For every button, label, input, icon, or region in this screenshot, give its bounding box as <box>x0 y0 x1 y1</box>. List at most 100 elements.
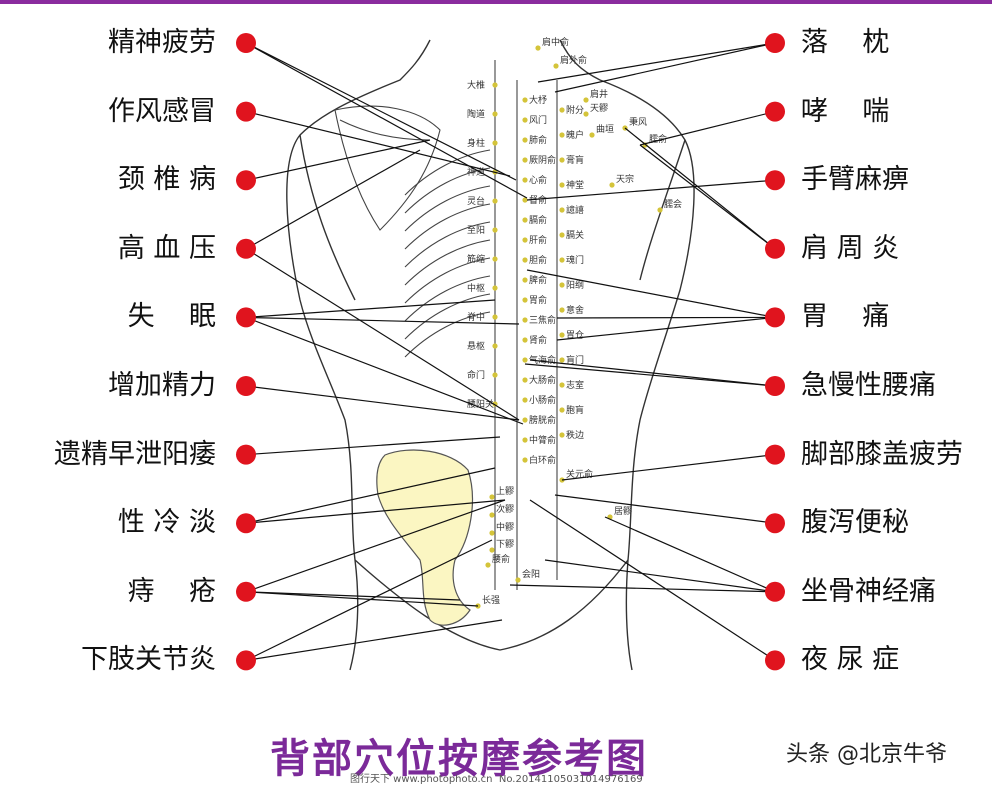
red-dot <box>236 33 256 53</box>
body-outline <box>286 39 695 671</box>
acupoint-label: 神堂 <box>566 179 584 191</box>
leader-line <box>245 299 496 318</box>
rib <box>404 275 491 322</box>
rib <box>404 239 491 286</box>
leader-line <box>245 316 520 325</box>
acupoint-label: 臑会 <box>664 198 682 210</box>
acupoint-label: 脾俞 <box>529 274 547 286</box>
leader-line <box>245 111 511 177</box>
acupoint-label: 居髎 <box>614 506 632 517</box>
acupoint-dot <box>559 107 565 113</box>
acupoint-dot <box>492 256 498 262</box>
acupoint-dot <box>559 207 565 213</box>
acupoint-dot <box>489 547 495 553</box>
acupoint-dot <box>657 207 663 213</box>
acupoint-label: 脊中 <box>467 311 485 323</box>
leader-line <box>544 559 776 593</box>
acupoint-dot <box>492 372 498 378</box>
acupoint-dot <box>522 397 528 403</box>
symptom-label: 坐骨神经痛 <box>801 575 936 607</box>
leader-line <box>554 42 776 93</box>
leader-line <box>245 591 479 607</box>
acupoint-dot <box>522 197 528 203</box>
leader-line <box>639 111 776 146</box>
leader-line <box>526 179 776 201</box>
rib <box>404 185 491 232</box>
acupoint-dot <box>489 512 495 518</box>
red-dot <box>236 444 256 465</box>
red-dot <box>236 307 256 328</box>
acupoint-label: 三焦俞 <box>529 314 556 326</box>
acupoint-label: 秩边 <box>566 430 584 441</box>
acupoint-dot <box>492 111 498 117</box>
top-border <box>0 0 992 4</box>
acupoint-label: 膀胱俞 <box>529 414 556 426</box>
leader-line <box>245 42 517 181</box>
watermark: 头条 @北京牛爷 <box>786 742 947 767</box>
acupoint-dot <box>559 432 565 438</box>
symptom-label: 哮 喘 <box>801 95 890 127</box>
acupoint-label: 大椎 <box>467 79 485 91</box>
leader-line <box>639 144 776 250</box>
acupoint-label: 肓门 <box>566 354 584 366</box>
acupoint-label: 上髎 <box>496 486 514 497</box>
acupoint-label: 厥阴俞 <box>529 154 556 166</box>
acupoint-label: 附分 <box>566 104 584 116</box>
red-dot <box>765 101 785 122</box>
acupoint-dot <box>559 407 565 413</box>
acupoint-label: 譩譆 <box>566 204 584 216</box>
red-dot <box>236 170 256 191</box>
acupoint-label: 悬枢 <box>467 340 485 352</box>
acupoint-dot <box>522 437 528 443</box>
acupoint-dot <box>492 314 498 320</box>
acupoint-label: 肩井 <box>590 88 608 100</box>
leader-line <box>624 127 776 250</box>
leader-line <box>554 494 776 524</box>
leader-line <box>556 316 776 319</box>
acupoint-dot <box>515 577 521 583</box>
leader-line <box>245 316 524 425</box>
acupoint-dot <box>492 140 498 146</box>
red-dot <box>236 376 256 396</box>
acupoint-dot <box>492 227 498 233</box>
acupoint-label: 秉风 <box>629 116 647 128</box>
acupoint-label: 腰俞 <box>492 553 510 565</box>
acupoint-label: 膏肓 <box>566 154 584 166</box>
acupoint-dot <box>559 182 565 188</box>
acupoint-dot <box>522 237 528 243</box>
leader-line <box>524 363 776 387</box>
red-dot <box>236 581 256 602</box>
symptom-label: 落 枕 <box>801 27 890 58</box>
leader-line <box>509 584 776 593</box>
acupoint-label: 肝俞 <box>529 234 547 246</box>
acupoint-label: 腰阳关 <box>467 398 494 410</box>
acupoint-label: 筋缩 <box>467 253 485 265</box>
ribs <box>404 149 491 358</box>
leader-line <box>561 454 776 481</box>
leader-lines <box>245 42 776 661</box>
leader-line <box>556 316 776 341</box>
acupoint-label: 魄户 <box>566 129 584 141</box>
acupoint-label: 小肠俞 <box>529 394 556 406</box>
acupoint-dot <box>522 217 528 223</box>
acupoint-dot <box>522 297 528 303</box>
spine <box>494 60 558 590</box>
symptom-label: 性 冷 淡 <box>117 507 216 539</box>
symptom-label: 肩 周 炎 <box>801 232 900 264</box>
acupoint-dot <box>559 232 565 238</box>
acupoint-dot <box>559 282 565 288</box>
acupoint-dot <box>492 285 498 291</box>
rib <box>404 221 491 268</box>
leader-line <box>526 269 776 318</box>
leader-line <box>529 359 776 387</box>
acupoint-dot <box>559 157 565 163</box>
acupoint-dot <box>583 97 589 103</box>
acupoint-dot <box>522 417 528 423</box>
symptom-label: 胃 痛 <box>801 301 890 333</box>
acupoint-dot <box>583 111 589 117</box>
acupoint-label: 肾俞 <box>529 334 547 346</box>
red-dot <box>236 238 256 259</box>
acupoint-dot <box>492 198 498 204</box>
acupoint-dot <box>522 457 528 463</box>
